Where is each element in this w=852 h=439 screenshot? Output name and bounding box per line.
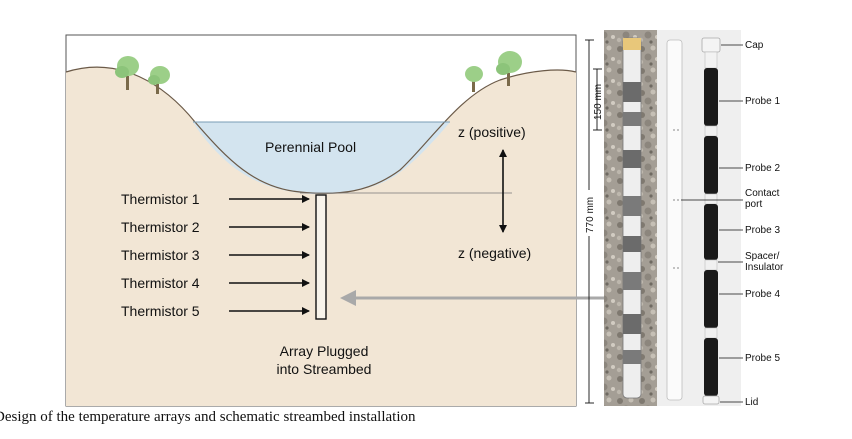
contact-port-label-line2: port: [745, 199, 762, 210]
pool-water: [193, 122, 450, 195]
dimension-150mm: 150 mm: [593, 68, 604, 131]
tree-icon: [148, 66, 170, 94]
streambed-figure: Perennial Pool Thermistor 1 Thermistor 2…: [65, 30, 784, 408]
schematic-panel: Perennial Pool Thermistor 1 Thermistor 2…: [65, 34, 577, 407]
dimension-770mm: 770 mm: [582, 39, 596, 404]
z-positive-label: z (positive): [458, 124, 526, 140]
assembled-array-photo: [622, 37, 642, 399]
thermistor-array-rod: [315, 194, 327, 320]
pool-label: Perennial Pool: [265, 139, 356, 155]
svg-text:770 mm: 770 mm: [585, 197, 596, 233]
z-negative-label: z (negative): [458, 245, 531, 261]
probe-1-label: Probe 1: [745, 96, 780, 107]
tree-icon: [115, 56, 139, 90]
tree-icon: [496, 51, 522, 86]
thermistor-5-label: Thermistor 5: [121, 303, 200, 319]
spacer-label-line2: Insulator: [745, 262, 784, 273]
probe-2-label: Probe 2: [745, 163, 780, 174]
spacer-label-line1: Spacer/: [745, 251, 780, 262]
tree-icon: [465, 66, 483, 92]
thermistor-4-label: Thermistor 4: [121, 275, 200, 291]
probe-column-photo: [701, 37, 721, 405]
probe-5-label: Probe 5: [745, 353, 780, 364]
lid-label: Lid: [745, 397, 758, 408]
array-label-line2: into Streambed: [277, 361, 372, 377]
probe-3-label: Probe 3: [745, 225, 780, 236]
thermistor-3-label: Thermistor 3: [121, 247, 200, 263]
thermistor-2-label: Thermistor 2: [121, 219, 200, 235]
outer-tube-photo: [666, 39, 683, 401]
thermistor-1-label: Thermistor 1: [121, 191, 200, 207]
figure-caption: Design of the temperature arrays and sch…: [0, 409, 416, 425]
cap-label: Cap: [745, 40, 764, 51]
photo-to-array-arrow: [340, 290, 604, 306]
contact-port-label-line1: Contact: [745, 188, 780, 199]
photo-panel: 150 mm 770 mm: [582, 30, 784, 408]
probe-4-label: Probe 4: [745, 289, 780, 300]
svg-text:150 mm: 150 mm: [593, 84, 604, 120]
array-label-line1: Array Plugged: [280, 343, 369, 359]
